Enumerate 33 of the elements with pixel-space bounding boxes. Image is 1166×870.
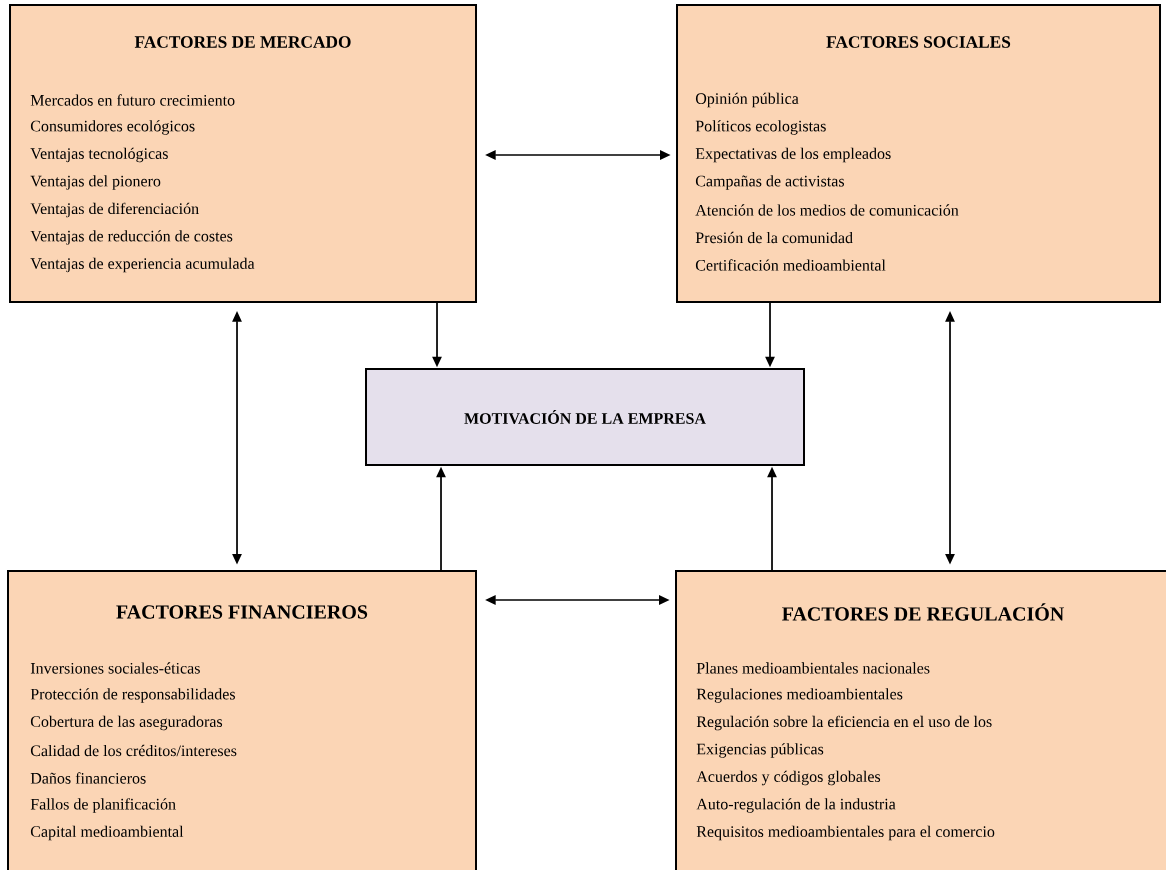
factor-item: Opinión pública: [695, 92, 799, 108]
factor-item: Presión de la comunidad: [695, 231, 853, 244]
box-heading: FACTORES DE MERCADO: [134, 36, 351, 48]
factor-item: Ventajas del pionero: [30, 175, 161, 190]
factor-item: Expectativas de los empleados: [695, 147, 891, 163]
factor-item: Protección de responsabilidades: [30, 688, 235, 703]
factor-item: Cobertura de las aseguradoras: [30, 715, 223, 731]
factor-item: Ventajas de diferenciación: [30, 202, 199, 218]
box-heading: FACTORES SOCIALES: [826, 36, 1011, 48]
factor-item: Ventajas tecnológicas: [30, 147, 168, 163]
factor-item: Regulación sobre la eficiencia en el uso de los: [696, 715, 992, 731]
factor-item: Fallos de planificación: [30, 798, 176, 813]
factor-item: Certificación medioambiental: [695, 259, 886, 271]
box-heading: FACTORES DE REGULACIÓN: [782, 603, 1064, 621]
factor-item: Ventajas de reducción de costes: [30, 230, 233, 245]
factor-item: Regulaciones medioambientales: [696, 688, 903, 703]
factor-item: Capital medioambiental: [30, 825, 184, 841]
factor-item: Exigencias públicas: [696, 743, 824, 758]
factor-item: Acuerdos y códigos globales: [696, 770, 881, 786]
box-heading: FACTORES FINANCIEROS: [116, 605, 368, 619]
factor-item: Ventajas de experiencia acumulada: [30, 257, 255, 273]
factor-item: Atención de los medios de comunicación: [695, 204, 959, 216]
factor-item: Auto-regulación de la industria: [696, 798, 896, 813]
factor-item: Calidad de los créditos/intereses: [30, 744, 237, 757]
factor-item: Inversiones sociales-éticas: [30, 662, 200, 674]
factor-item: Consumidores ecológicos: [30, 120, 195, 135]
factor-item: Requisitos medioambientales para el comercio: [696, 825, 995, 841]
factor-item: Campañas de activistas: [695, 175, 844, 190]
box-heading: MOTIVACIÓN DE LA EMPRESA: [464, 410, 706, 424]
factor-item: Mercados en futuro crecimiento: [30, 94, 235, 106]
factor-item: Planes medioambientales nacionales: [696, 662, 930, 674]
factor-item: Políticos ecologistas: [695, 120, 826, 135]
factor-item: Daños financieros: [30, 772, 146, 784]
